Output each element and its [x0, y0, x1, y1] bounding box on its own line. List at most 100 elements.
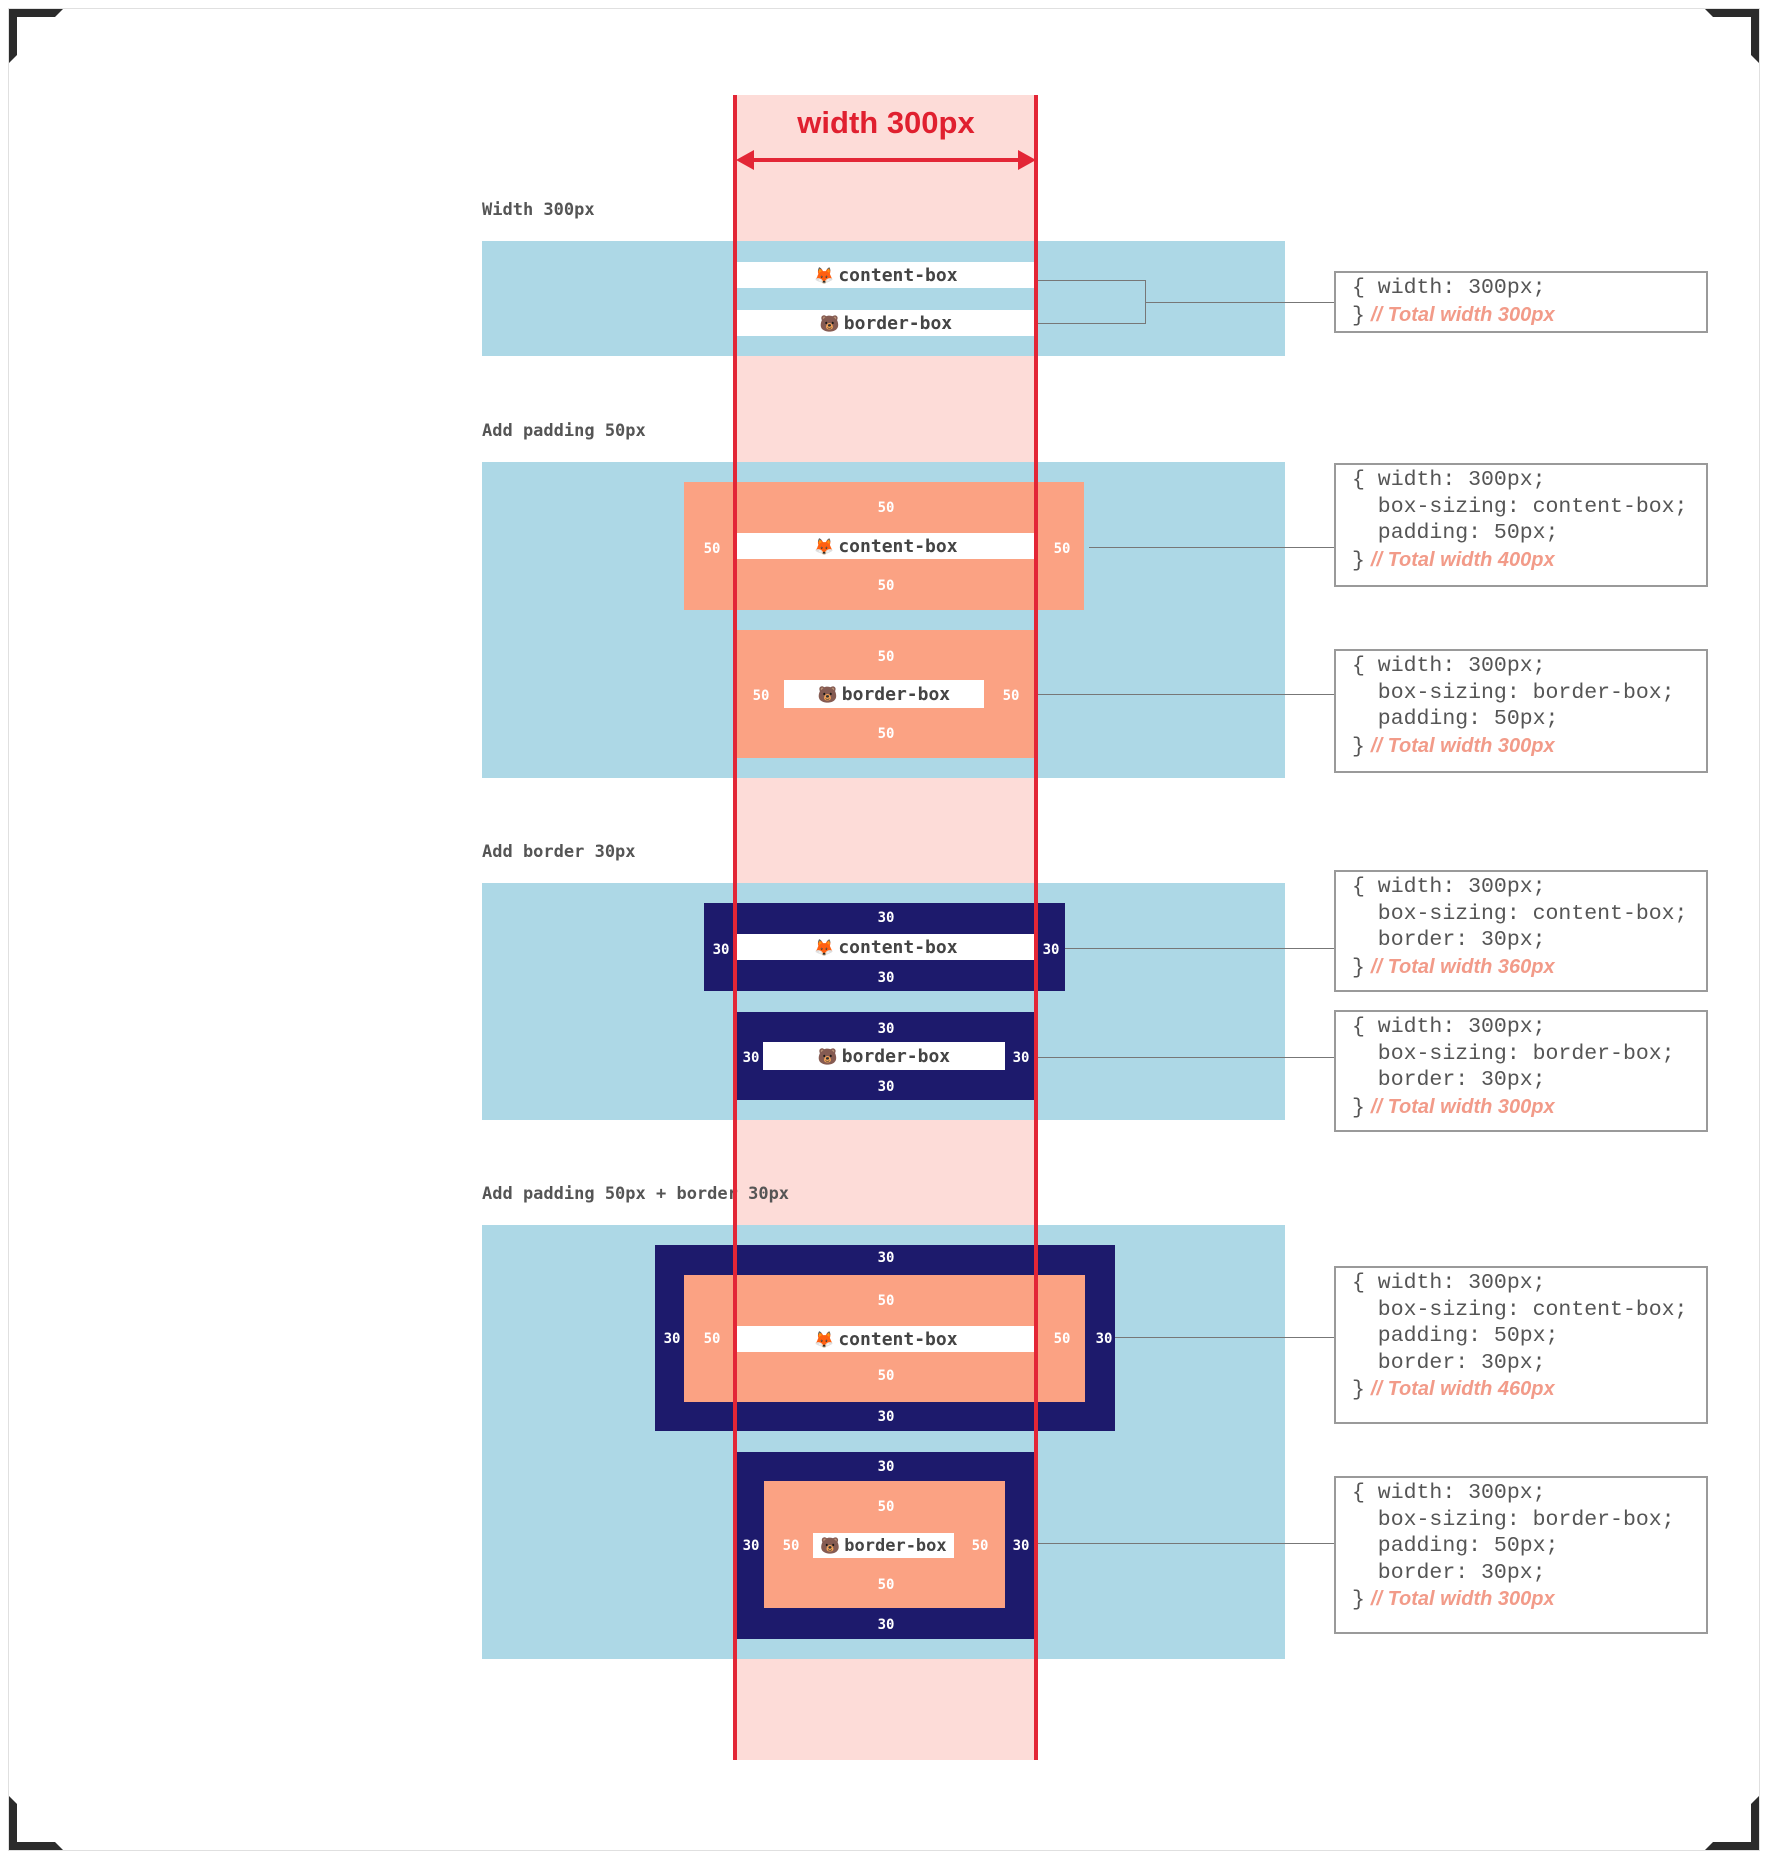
padding-value: 50: [877, 578, 895, 594]
content-box-label: content-box: [838, 1328, 958, 1350]
photo-corner-bottom-right-icon: [1705, 1796, 1759, 1850]
content-box-label: content-box: [838, 264, 958, 286]
border-value: 30: [877, 970, 895, 986]
border-value: 30: [742, 1050, 760, 1066]
border-value: 30: [1012, 1050, 1030, 1066]
bear-icon: 🐻: [817, 684, 838, 704]
border-box-sample: 🐻 border-box: [813, 1533, 954, 1558]
code-line: border: 30px;: [1352, 1068, 1546, 1092]
code-line: box-sizing: border-box;: [1352, 1507, 1675, 1532]
code-line: border: 30px;: [1352, 928, 1546, 952]
border-value: 30: [877, 1021, 895, 1037]
code-line: }// Total width 400px: [1352, 547, 1706, 575]
code-snippet: { width: 300px; box-sizing: content-box;…: [1334, 463, 1708, 587]
border-value: 30: [877, 1079, 895, 1095]
code-line: box-sizing: content-box;: [1352, 1297, 1688, 1322]
connector-line: [1065, 948, 1334, 949]
padding-value: 50: [877, 649, 895, 665]
section-label-padding: Add padding 50px: [482, 421, 646, 441]
border-box-sample: 🐻 border-box: [736, 310, 1036, 336]
fox-icon: 🦊: [814, 265, 835, 285]
code-brace: }: [1352, 303, 1365, 328]
image-frame: [8, 8, 1760, 1851]
total-width-comment: // Total width 400px: [1370, 548, 1555, 571]
total-width-comment: // Total width 300px: [1370, 1095, 1555, 1118]
code-line: { width: 300px;: [1352, 1271, 1546, 1295]
padding-value: 50: [877, 1499, 895, 1515]
code-line: box-sizing: border-box;: [1352, 680, 1675, 705]
code-line: }// Total width 460px: [1352, 1376, 1706, 1404]
code-line: { width: 300px;: [1352, 1015, 1546, 1039]
bear-icon: 🐻: [820, 1536, 841, 1555]
code-snippet: { width: 300px; }// Total width 300px: [1334, 271, 1708, 333]
code-line: padding: 50px;: [1352, 521, 1559, 545]
photo-corner-top-left-icon: [9, 9, 63, 63]
connector-line: [1089, 547, 1334, 548]
code-line: { width: 300px;: [1352, 1481, 1546, 1505]
padding-value: 50: [1002, 688, 1020, 704]
border-value: 30: [877, 910, 895, 926]
code-line: }// Total width 300px: [1352, 733, 1706, 761]
code-snippet: { width: 300px; box-sizing: border-box; …: [1334, 649, 1708, 773]
width-title: width 300px: [797, 105, 975, 140]
photo-corner-bottom-left-icon: [9, 1796, 63, 1850]
connector-line: [1036, 1057, 1334, 1058]
border-box-sample: 🐻 border-box: [763, 1042, 1005, 1070]
code-line: padding: 50px;: [1352, 707, 1559, 731]
code-line: }// Total width 360px: [1352, 954, 1706, 982]
code-line: }// Total width 300px: [1352, 302, 1706, 330]
section-width-container: [482, 241, 1285, 356]
padding-value: 50: [1053, 541, 1071, 557]
padding-value: 50: [877, 1577, 895, 1593]
width-guide-left-line: [733, 95, 737, 1760]
code-line: padding: 50px;: [1352, 1324, 1559, 1348]
border-box-label: border-box: [841, 683, 951, 705]
border-value: 30: [712, 942, 730, 958]
connector-line: [1036, 280, 1146, 281]
content-box-label: content-box: [838, 936, 958, 958]
code-line: padding: 50px;: [1352, 1534, 1559, 1558]
total-width-comment: // Total width 300px: [1370, 734, 1555, 757]
code-line: { width: 300px;: [1352, 654, 1546, 678]
code-line: }// Total width 300px: [1352, 1586, 1706, 1614]
code-line: { width: 300px;: [1352, 468, 1546, 492]
border-box-label: border-box: [844, 1535, 947, 1556]
border-value: 30: [877, 1617, 895, 1633]
section-label-border: Add border 30px: [482, 842, 636, 862]
section-label-width: Width 300px: [482, 200, 595, 220]
padding-value: 50: [877, 1368, 895, 1384]
code-brace: }: [1352, 734, 1365, 759]
code-brace: }: [1352, 1095, 1365, 1120]
content-box-sample: 🦊 content-box: [736, 1326, 1036, 1352]
photo-corner-top-right-icon: [1705, 9, 1759, 63]
fox-icon: 🦊: [814, 536, 835, 556]
padding-value: 50: [782, 1538, 800, 1554]
connector-line: [1115, 1337, 1334, 1338]
border-value: 30: [877, 1459, 895, 1475]
border-value: 30: [877, 1409, 895, 1425]
padding-value: 50: [877, 1293, 895, 1309]
border-value: 30: [1042, 942, 1060, 958]
connector-line: [1036, 1543, 1334, 1544]
padding-value: 50: [703, 1331, 721, 1347]
width-arrow-icon: [736, 150, 1036, 170]
code-line: { width: 300px;: [1352, 875, 1546, 899]
border-value: 30: [742, 1538, 760, 1554]
total-width-comment: // Total width 460px: [1370, 1378, 1555, 1400]
padding-value: 50: [1053, 1331, 1071, 1347]
code-line: }// Total width 300px: [1352, 1094, 1706, 1122]
border-box-label: border-box: [841, 1045, 951, 1067]
content-box-sample: 🦊 content-box: [736, 533, 1036, 559]
code-line: border: 30px;: [1352, 1350, 1546, 1375]
content-box-sample: 🦊 content-box: [736, 262, 1036, 288]
code-snippet: { width: 300px; box-sizing: content-box;…: [1334, 870, 1708, 992]
padding-value: 50: [877, 726, 895, 742]
border-value: 30: [877, 1250, 895, 1266]
border-value: 30: [1012, 1538, 1030, 1554]
code-brace: }: [1352, 548, 1365, 573]
code-brace: }: [1352, 1588, 1365, 1612]
code-snippet: { width: 300px; box-sizing: content-box;…: [1334, 1266, 1708, 1424]
connector-line: [1036, 323, 1146, 324]
padding-value: 50: [971, 1538, 989, 1554]
code-line: border: 30px;: [1352, 1560, 1546, 1585]
